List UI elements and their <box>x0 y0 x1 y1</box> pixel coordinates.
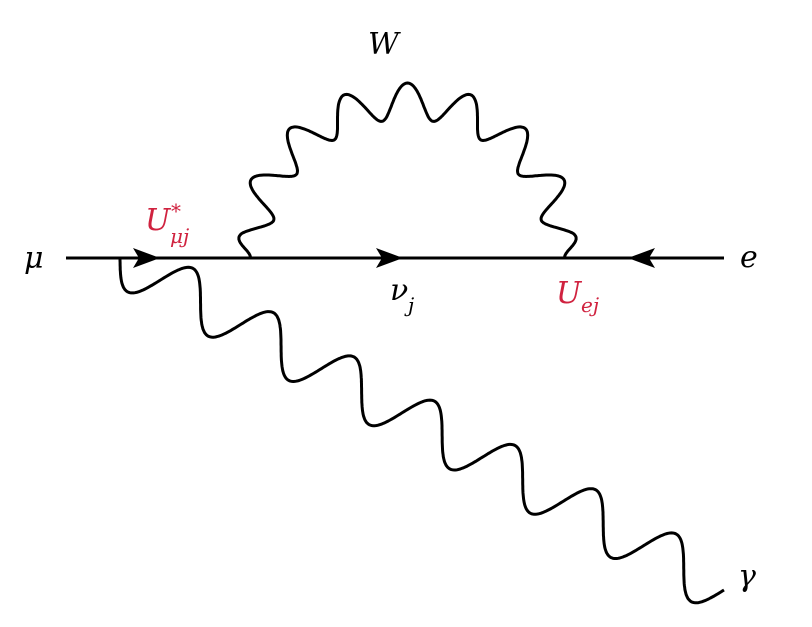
electron-arrow <box>628 248 655 268</box>
u-mu-j-main: U <box>145 203 172 238</box>
muon-label: μ <box>24 241 44 276</box>
neutrino-arrow <box>376 248 403 268</box>
photon-label: γ <box>738 559 756 594</box>
neutrino-index: j <box>404 293 414 317</box>
w-boson-label: W <box>368 27 401 62</box>
neutrino-symbol: ν <box>390 273 408 308</box>
u-mu-j-label: U * μj <box>145 199 189 248</box>
photon-line <box>118 258 725 605</box>
u-e-j-main: U <box>556 276 583 311</box>
muon-arrow <box>133 248 160 268</box>
u-mu-j-star: * <box>171 199 181 223</box>
neutrino-label: ν j <box>390 273 414 317</box>
electron-label: e <box>740 240 758 275</box>
u-mu-j-subscript: μj <box>170 224 189 248</box>
w-boson-line <box>237 81 578 259</box>
u-e-j-subscript: ej <box>581 293 599 317</box>
u-e-j-label: U ej <box>556 276 599 317</box>
